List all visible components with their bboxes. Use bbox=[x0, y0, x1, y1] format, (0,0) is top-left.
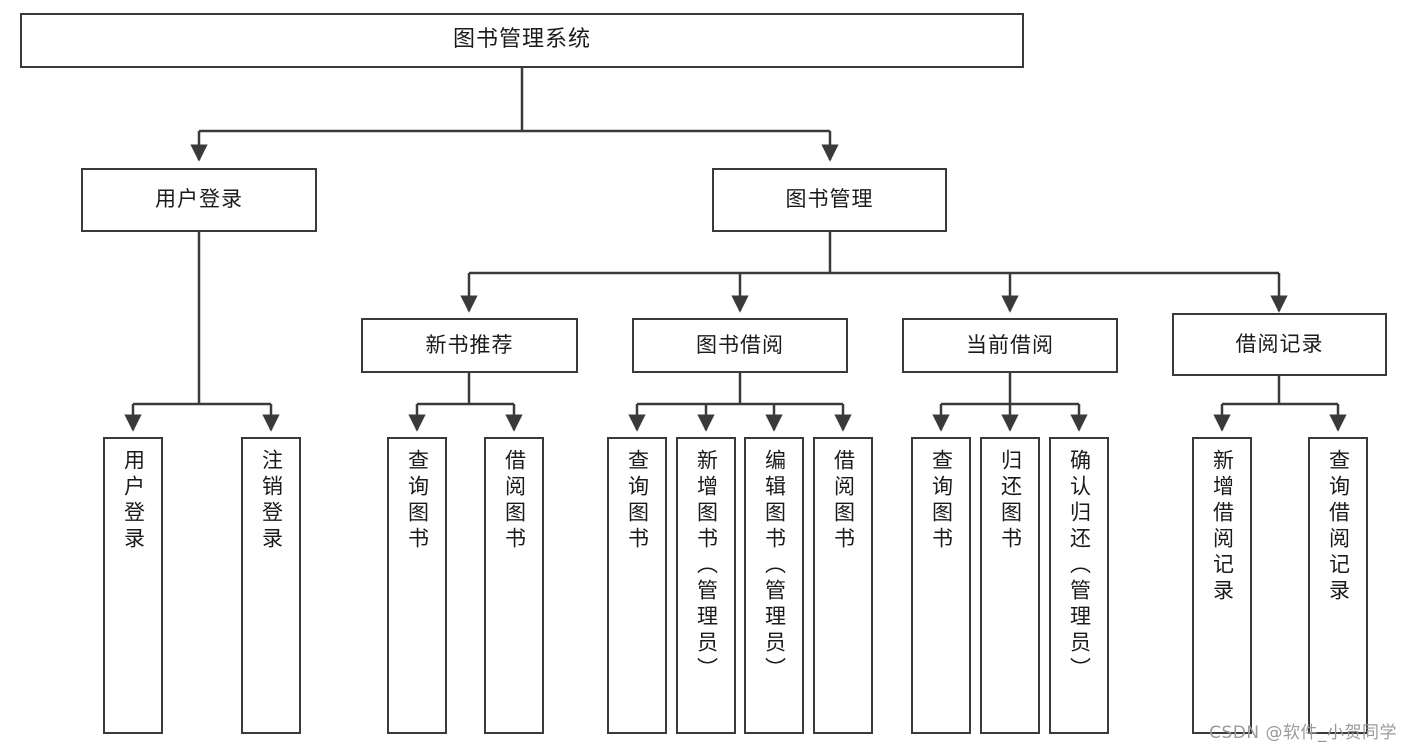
leaf-record-add-borrow-record[interactable]: 新增借阅记录 bbox=[1192, 437, 1252, 734]
node-current-borrow[interactable]: 当前借阅 bbox=[902, 318, 1118, 373]
leaf-borrow-query-book[interactable]: 查询图书 bbox=[607, 437, 667, 734]
leaf-current-query-book[interactable]: 查询图书 bbox=[911, 437, 971, 734]
node-label: 图书借阅 bbox=[696, 332, 784, 357]
node-label: 当前借阅 bbox=[966, 332, 1054, 357]
node-label: 编辑图书（管理员） bbox=[762, 449, 787, 683]
node-book-borrow[interactable]: 图书借阅 bbox=[632, 318, 848, 373]
node-label: 借阅图书 bbox=[831, 449, 856, 553]
node-label: 借阅记录 bbox=[1235, 331, 1324, 356]
leaf-new-book-borrow[interactable]: 借阅图书 bbox=[484, 437, 544, 734]
leaf-current-return-book[interactable]: 归还图书 bbox=[980, 437, 1040, 734]
leaf-borrow-borrow-book[interactable]: 借阅图书 bbox=[813, 437, 873, 734]
leaf-new-book-query[interactable]: 查询图书 bbox=[387, 437, 447, 734]
node-label: 注销登录 bbox=[259, 449, 284, 553]
node-label: 借阅图书 bbox=[502, 449, 527, 553]
node-label: 新增借阅记录 bbox=[1210, 449, 1235, 605]
node-label: 查询借阅记录 bbox=[1326, 449, 1351, 605]
node-book-management[interactable]: 图书管理 bbox=[712, 168, 947, 232]
leaf-user-login-login[interactable]: 用户登录 bbox=[103, 437, 163, 734]
node-label: 新书推荐 bbox=[425, 332, 514, 357]
node-label: 查询图书 bbox=[625, 449, 650, 553]
leaf-current-confirm-return-admin[interactable]: 确认归还（管理员） bbox=[1049, 437, 1109, 734]
node-root-book-management-system[interactable]: 图书管理系统 bbox=[20, 13, 1024, 68]
node-borrow-record[interactable]: 借阅记录 bbox=[1172, 313, 1387, 376]
node-label: 用户登录 bbox=[121, 449, 146, 553]
node-label: 查询图书 bbox=[405, 449, 430, 553]
leaf-borrow-edit-book-admin[interactable]: 编辑图书（管理员） bbox=[744, 437, 804, 734]
node-label: 新增图书（管理员） bbox=[694, 449, 719, 683]
node-label: 确认归还（管理员） bbox=[1067, 449, 1092, 683]
leaf-user-login-logout[interactable]: 注销登录 bbox=[241, 437, 301, 734]
node-label: 查询图书 bbox=[929, 449, 954, 553]
node-label: 图书管理系统 bbox=[452, 27, 591, 53]
leaf-record-query-borrow-record[interactable]: 查询借阅记录 bbox=[1308, 437, 1368, 734]
node-label: 归还图书 bbox=[998, 449, 1023, 553]
node-label: 图书管理 bbox=[785, 187, 874, 212]
node-user-login[interactable]: 用户登录 bbox=[81, 168, 317, 232]
leaf-borrow-add-book-admin[interactable]: 新增图书（管理员） bbox=[676, 437, 736, 734]
node-label: 用户登录 bbox=[155, 187, 243, 212]
node-new-book-recommend[interactable]: 新书推荐 bbox=[361, 318, 578, 373]
watermark-text: CSDN @软件_小贺同学 bbox=[1209, 723, 1397, 743]
